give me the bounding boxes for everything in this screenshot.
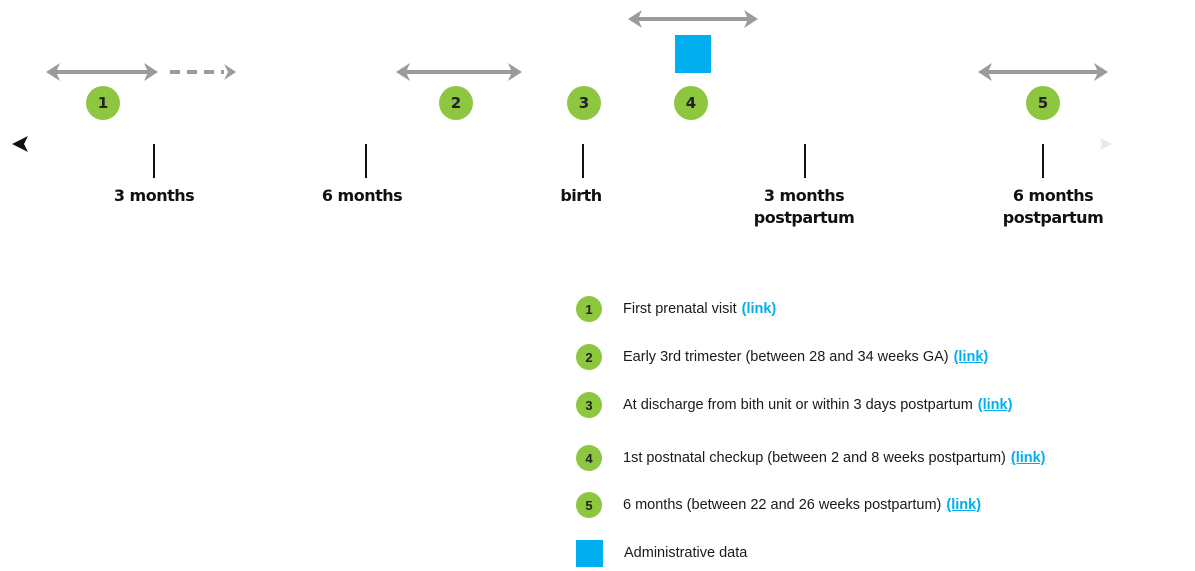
marker-3: 3 (567, 86, 601, 120)
tick-label-line: 3 months (763, 186, 845, 205)
timeline-markers: 1 2 3 4 5 (86, 86, 1060, 120)
marker-badge: 3 (576, 392, 602, 418)
marker-2: 2 (439, 86, 473, 120)
marker-badge: 4 (576, 445, 602, 471)
timeline-diagram: 1 2 3 4 5 (12, 10, 1112, 178)
marker-badge: 2 (576, 344, 602, 370)
tick-label-6-months: 6 months (321, 185, 403, 207)
svg-text:4: 4 (686, 94, 696, 112)
timeline-axis (12, 136, 1112, 152)
legend-item-4: 4 1st postnatal checkup (between 2 and 8… (576, 443, 1046, 473)
range-arrow-5 (978, 63, 1108, 81)
legend-item-5: 5 6 months (between 22 and 26 weeks post… (576, 490, 981, 520)
legend-item-1: 1 First prenatal visit (link) (576, 294, 776, 324)
svg-text:1: 1 (98, 94, 108, 112)
legend-item-3: 3 At discharge from bith unit or within … (576, 390, 1012, 420)
legend-item-text: At discharge from bith unit or within 3 … (623, 397, 973, 413)
axis-right-arrowhead-icon (1100, 138, 1112, 150)
axis-left-arrowhead-icon (12, 136, 28, 152)
range-arrow-1 (46, 63, 236, 81)
tick-label-line: 3 months (113, 186, 195, 205)
marker-badge: 1 (576, 296, 602, 322)
legend-item-text: 6 months (between 22 and 26 weeks postpa… (623, 497, 942, 513)
tick-label-line: postpartum (1002, 208, 1104, 227)
legend-item-text: 1st postnatal checkup (between 2 and 8 w… (623, 450, 1006, 466)
administrative-data-square (675, 35, 711, 73)
legend-item-2: 2 Early 3rd trimester (between 28 and 34… (576, 342, 988, 372)
marker-1: 1 (86, 86, 120, 120)
tick-label-6-months-postpartum: 6 months postpartum (1002, 185, 1104, 229)
tick-label-line: birth (560, 186, 602, 205)
legend-item-text: Administrative data (624, 545, 748, 561)
legend-link-4[interactable]: (link) (1010, 450, 1046, 466)
legend-link-3[interactable]: (link) (977, 397, 1013, 413)
legend-item-text: First prenatal visit (623, 301, 737, 317)
range-arrows (46, 10, 1108, 81)
tick-label-line: 6 months (1012, 186, 1094, 205)
legend-link-2[interactable]: (link) (953, 349, 989, 365)
svg-text:2: 2 (451, 94, 461, 112)
legend-link-1[interactable]: (link) (741, 301, 777, 317)
svg-text:3: 3 (579, 94, 589, 112)
axis-ticks (153, 144, 1044, 178)
legend-link-5[interactable]: (link) (946, 497, 982, 513)
tick-label-3-months-postpartum: 3 months postpartum (753, 185, 855, 229)
administrative-data-swatch (576, 539, 603, 567)
tick-label-line: postpartum (753, 208, 855, 227)
range-arrow-4 (628, 10, 758, 28)
tick-label-line: 6 months (321, 186, 403, 205)
marker-4: 4 (674, 86, 708, 120)
marker-5: 5 (1026, 86, 1060, 120)
tick-label-3-months: 3 months (113, 185, 195, 207)
marker-badge: 5 (576, 492, 602, 518)
legend-item-text: Early 3rd trimester (between 28 and 34 w… (623, 349, 949, 365)
tick-label-birth: birth (560, 185, 602, 207)
legend-item-admin: Administrative data (576, 538, 747, 568)
svg-text:5: 5 (1038, 94, 1048, 112)
range-arrow-2 (396, 63, 522, 81)
